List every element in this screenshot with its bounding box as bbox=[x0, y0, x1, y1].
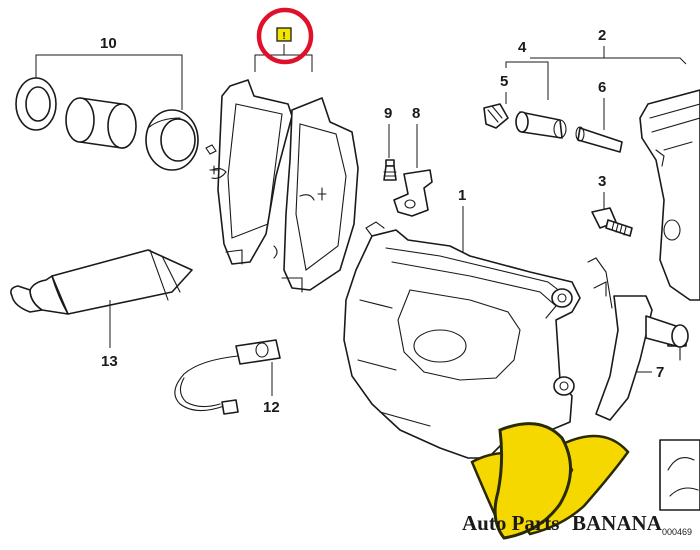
steering-arm-stud bbox=[671, 324, 689, 348]
dust-boot-inner bbox=[160, 118, 196, 162]
wear-sensor-plug bbox=[221, 399, 239, 415]
callout-9: 9 bbox=[384, 105, 392, 122]
banana-logo: Auto Parts BANANA bbox=[462, 422, 663, 540]
carrier-hole bbox=[663, 219, 681, 241]
caliper-bolt-hole-top bbox=[551, 288, 573, 308]
guide-boot bbox=[483, 103, 509, 129]
caliper-bolt-hole-top-inner bbox=[557, 293, 567, 303]
bleeder-thread bbox=[383, 171, 397, 177]
grease-tube-body bbox=[51, 249, 193, 315]
pad-outer-tab bbox=[281, 277, 303, 293]
caliper-ridge bbox=[391, 261, 557, 319]
caliper-top-edge bbox=[385, 247, 567, 297]
code-box-sketch bbox=[667, 457, 699, 497]
grease-tube-crimp bbox=[149, 249, 181, 301]
diagram-code-box: 000469 bbox=[659, 439, 700, 537]
callout-5: 5 bbox=[500, 73, 508, 90]
guide-pin bbox=[577, 127, 623, 153]
guide-pin-face bbox=[575, 126, 585, 142]
brake-pad-inner bbox=[217, 79, 293, 265]
carrier-ridges bbox=[649, 103, 700, 151]
part-13-grease-tube: 13 bbox=[10, 249, 193, 370]
guide-bushing-face bbox=[515, 111, 529, 133]
caliper-casting-lines bbox=[357, 299, 431, 427]
steering-arm-body bbox=[595, 295, 653, 421]
callout-13: 13 bbox=[101, 353, 118, 370]
leader-4 bbox=[505, 61, 549, 100]
bleeder-cap bbox=[385, 159, 395, 167]
diagram-code: 000469 bbox=[662, 527, 692, 537]
brand-name: BANANA bbox=[572, 511, 663, 535]
caliper-bolt-hole-bottom-inner bbox=[559, 381, 569, 391]
pad-outer-lining bbox=[295, 123, 347, 271]
part-8-bracket: 8 bbox=[393, 105, 433, 217]
caliper-bleeder-boss bbox=[365, 221, 385, 237]
wear-sensor-body bbox=[235, 339, 281, 365]
pad-clip-left bbox=[211, 167, 227, 179]
bolt-thread bbox=[611, 221, 627, 236]
pad-inner-lining bbox=[227, 103, 283, 239]
pad-inner-tab bbox=[225, 249, 243, 265]
bolt-shank bbox=[605, 219, 633, 237]
sensor-wire-upper bbox=[587, 257, 613, 309]
part-3-bolt: 3 bbox=[591, 173, 633, 237]
leader-10 bbox=[35, 54, 183, 110]
part-12-wear-sensor: 12 bbox=[174, 339, 281, 416]
clip-pin bbox=[209, 165, 219, 175]
part-4-guide-kit: 4 5 6 bbox=[483, 39, 623, 153]
guide-boot-ribs bbox=[487, 105, 503, 123]
pad-clip-low bbox=[273, 245, 278, 259]
sensor-clip bbox=[593, 281, 607, 297]
pad-outer-mark bbox=[317, 187, 327, 201]
part-10-piston-kit: 10 bbox=[15, 35, 219, 175]
callout-4: 4 bbox=[518, 39, 527, 56]
callout-3: 3 bbox=[598, 173, 606, 190]
callout-6: 6 bbox=[598, 79, 606, 96]
callout-8: 8 bbox=[412, 105, 420, 122]
wear-sensor-wire bbox=[174, 355, 239, 412]
steering-arm bbox=[595, 295, 689, 421]
bleeder-body bbox=[383, 165, 397, 181]
caliper-bolt-hole-bottom bbox=[553, 376, 575, 396]
callout-7: 7 bbox=[656, 364, 664, 381]
part-9-bleeder: 9 bbox=[383, 105, 397, 181]
piston-end bbox=[107, 103, 137, 149]
clip bbox=[205, 144, 217, 155]
callout-1: 1 bbox=[458, 187, 466, 204]
code-box bbox=[659, 439, 700, 511]
callout-12: 12 bbox=[263, 399, 280, 416]
bracket bbox=[393, 169, 433, 217]
caliper-bore-inner bbox=[413, 329, 467, 363]
guide-bushing-end bbox=[553, 119, 567, 139]
part-1-caliper: 1 bbox=[343, 187, 581, 459]
wear-sensor-wire-2 bbox=[179, 377, 221, 408]
highlight-ring bbox=[256, 7, 314, 65]
bracket-hole bbox=[404, 199, 416, 209]
seal-ring-inner bbox=[25, 86, 51, 122]
piston-face bbox=[65, 97, 95, 143]
marker-glyph: ! bbox=[282, 31, 285, 42]
brake-pad-set: ! bbox=[211, 7, 359, 293]
wear-sensor-cap bbox=[255, 342, 269, 358]
banana-fruit bbox=[493, 422, 572, 540]
brand-prefix: Auto Parts bbox=[462, 511, 559, 535]
carrier-detail bbox=[655, 149, 665, 167]
dust-boot-fold bbox=[147, 117, 181, 129]
callout-10: 10 bbox=[100, 35, 117, 52]
leader-2-bar bbox=[530, 57, 687, 65]
part-2-carrier: 2 bbox=[530, 27, 700, 301]
grease-tube-cap bbox=[10, 285, 43, 313]
caliper-bore bbox=[397, 289, 521, 381]
callout-2: 2 bbox=[598, 27, 606, 44]
marker-icon bbox=[276, 27, 292, 42]
steering-arm-ball bbox=[645, 315, 677, 347]
caliper-body bbox=[343, 229, 581, 459]
carrier-bracket bbox=[639, 89, 700, 301]
pad-clip-mid bbox=[299, 194, 315, 201]
